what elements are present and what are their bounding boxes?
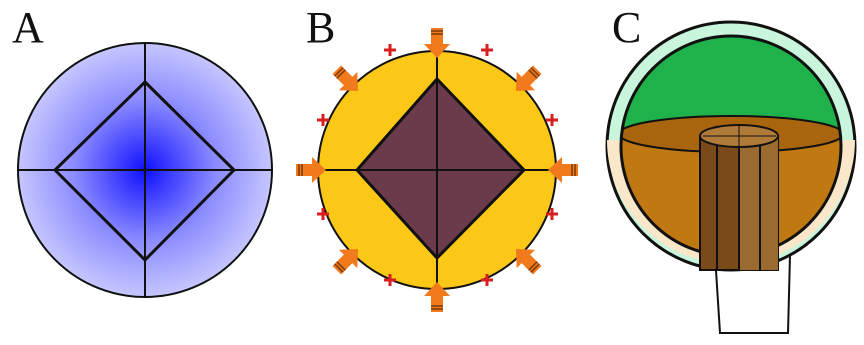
panel-b-diagram	[295, 27, 579, 313]
panel-c: C	[590, 0, 864, 345]
panel-b-label: B	[306, 3, 336, 52]
panel-c-diagram	[605, 20, 857, 334]
panel-b: B	[290, 0, 590, 345]
panel-c-label: C	[612, 3, 642, 52]
panel-a-diamond	[52, 79, 237, 263]
panel-a-label: A	[12, 3, 44, 52]
plus-icon	[382, 42, 398, 58]
panel-a: A	[0, 0, 290, 345]
panel-a-diagram	[17, 42, 273, 298]
panel-c-column	[699, 124, 779, 271]
plus-icon	[479, 42, 495, 58]
